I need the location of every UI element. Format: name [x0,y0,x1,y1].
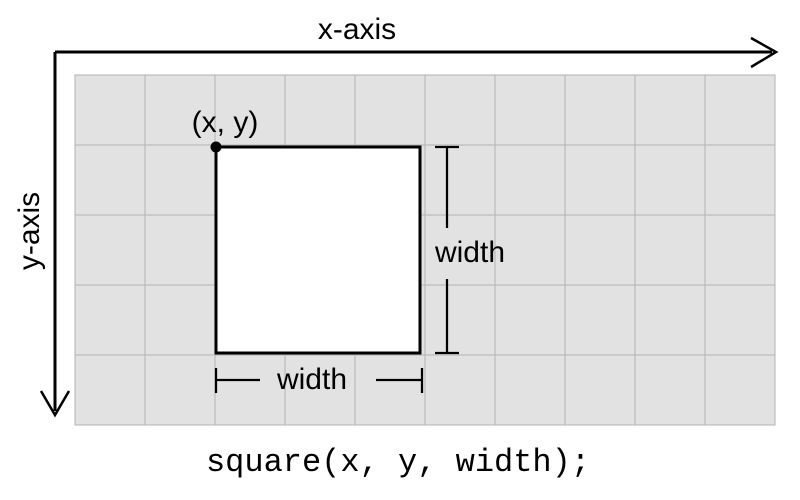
y-axis-arrowhead-icon [39,390,71,418]
width-dimension-vertical [435,145,459,355]
x-axis-arrowhead-icon [750,36,779,69]
y-axis-label: y-axis [13,191,46,271]
corner-point-label: (x, y) [191,106,259,139]
x-axis-label: x-axis [317,13,397,46]
code-caption: square(x, y, width); [205,444,591,481]
corner-point-dot [210,141,222,153]
width-dimension-horizontal [214,368,424,393]
square-shape [214,145,422,355]
width-label-vertical: width [434,236,506,269]
width-label-horizontal: width [276,363,348,396]
